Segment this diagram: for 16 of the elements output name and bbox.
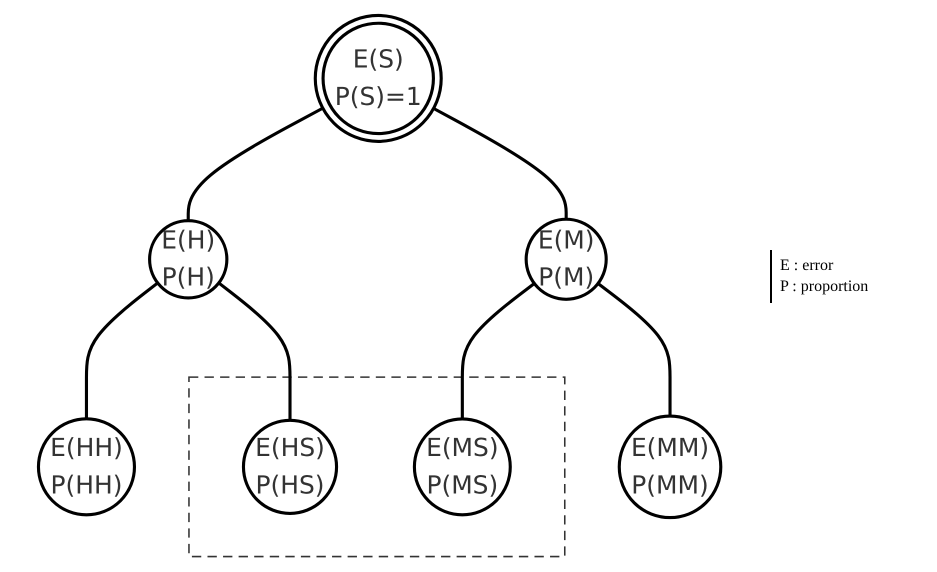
connector <box>187 106 324 221</box>
connector <box>433 107 568 220</box>
node-circle: E(H) P(H) <box>148 219 229 300</box>
key-text: P : proportion <box>780 278 868 296</box>
node-circle: E(MM) P(MM) <box>618 414 723 520</box>
connector <box>218 282 292 420</box>
key-text: E : error <box>780 257 834 275</box>
cluster <box>188 376 566 558</box>
node-circle: E(S) P(S)=1 <box>314 14 444 143</box>
node-circle: E(MS) P(MS) <box>413 417 512 516</box>
node-circle: E(M) P(M) <box>524 218 608 301</box>
connector <box>461 282 536 419</box>
connector <box>597 282 672 416</box>
node-circle: E(HS) P(HS) <box>242 418 338 515</box>
node-circle: E(HH) P(HH) <box>37 417 136 516</box>
connector <box>85 282 160 419</box>
